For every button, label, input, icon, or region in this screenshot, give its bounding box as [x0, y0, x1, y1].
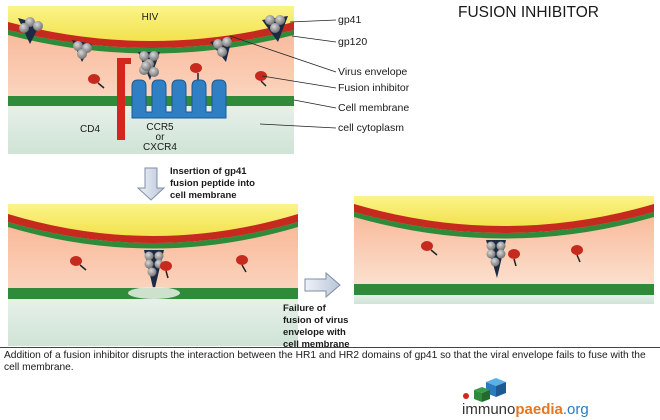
cell-cytoplasm-label: cell cytoplasm [338, 122, 404, 134]
top-panel: HIV CD4 CCR5 or CXCR4 [8, 6, 294, 154]
step2-line1: Failure of [283, 303, 327, 314]
step1-line3: cell membrane [170, 190, 237, 201]
bottom-left-panel [8, 204, 298, 346]
step2-line2: fusion of virus [283, 315, 348, 326]
gp120-gp41-cluster [210, 37, 232, 62]
fusion-inhibitor-molecule [190, 63, 202, 80]
step1-line2: fusion peptide into [170, 178, 255, 189]
fusion-inhibitor-molecule [160, 261, 172, 279]
hiv-label: HIV [142, 12, 159, 23]
page-title: FUSION INHIBITOR [458, 4, 599, 21]
bottom-right-panel [354, 196, 654, 304]
fusion-inhibitor-molecule [70, 256, 87, 271]
logo-text-org: .org [563, 401, 589, 418]
logo-cube-icon [463, 378, 506, 402]
leader-lines [229, 19, 337, 129]
virus-interior [8, 6, 294, 41]
fusion-inhibitor-molecule [421, 241, 438, 256]
ccr5-receptor [131, 79, 227, 119]
ccr5-label: CCR5 [146, 122, 174, 133]
fusion-inhibitor-molecule [255, 71, 267, 87]
fusion-inhibitor-molecule [236, 255, 248, 273]
fusion-inhibitor-label: Fusion inhibitor [338, 82, 410, 94]
figure-caption: Addition of a fusion inhibitor disrupts … [4, 350, 646, 373]
cxcr4-label: CXCR4 [143, 142, 177, 153]
right-arrow-icon [304, 271, 341, 299]
gp120-label: gp120 [338, 36, 367, 48]
cell-membrane-label: Cell membrane [338, 102, 409, 114]
gp41-fusion-peptide-cluster [144, 250, 164, 292]
fusion-inhibitor-molecule [508, 249, 520, 267]
step1-line1: Insertion of gp41 [170, 166, 247, 177]
step2-line4: cell membrane [283, 339, 350, 350]
cd4-label: CD4 [80, 124, 100, 135]
immunopaedia-logo: immunopaedia.org [462, 378, 589, 418]
fusion-inhibitor-molecule [571, 245, 583, 263]
gp41-label: gp41 [338, 14, 362, 26]
logo-text-paedia: paedia [515, 401, 563, 418]
gp120-gp41-cluster [262, 15, 288, 42]
svg-text:immunopaedia.org: immunopaedia.org [462, 401, 589, 418]
fusion-inhibitor-molecule [88, 74, 105, 89]
gp120-gp41-cluster [72, 40, 92, 62]
or-label: or [156, 132, 166, 143]
gp120-gp41-cluster [18, 17, 43, 44]
caption-divider [0, 347, 660, 348]
down-arrow-icon [136, 167, 166, 201]
logo-text-immuno: immuno [462, 401, 515, 418]
gp41-fusion-peptide-cluster [486, 240, 506, 278]
cd4-receptor [117, 58, 131, 140]
virus-envelope-label: Virus envelope [338, 66, 407, 78]
step2-line3: envelope with [283, 327, 346, 338]
cell-membrane-band [8, 96, 294, 106]
